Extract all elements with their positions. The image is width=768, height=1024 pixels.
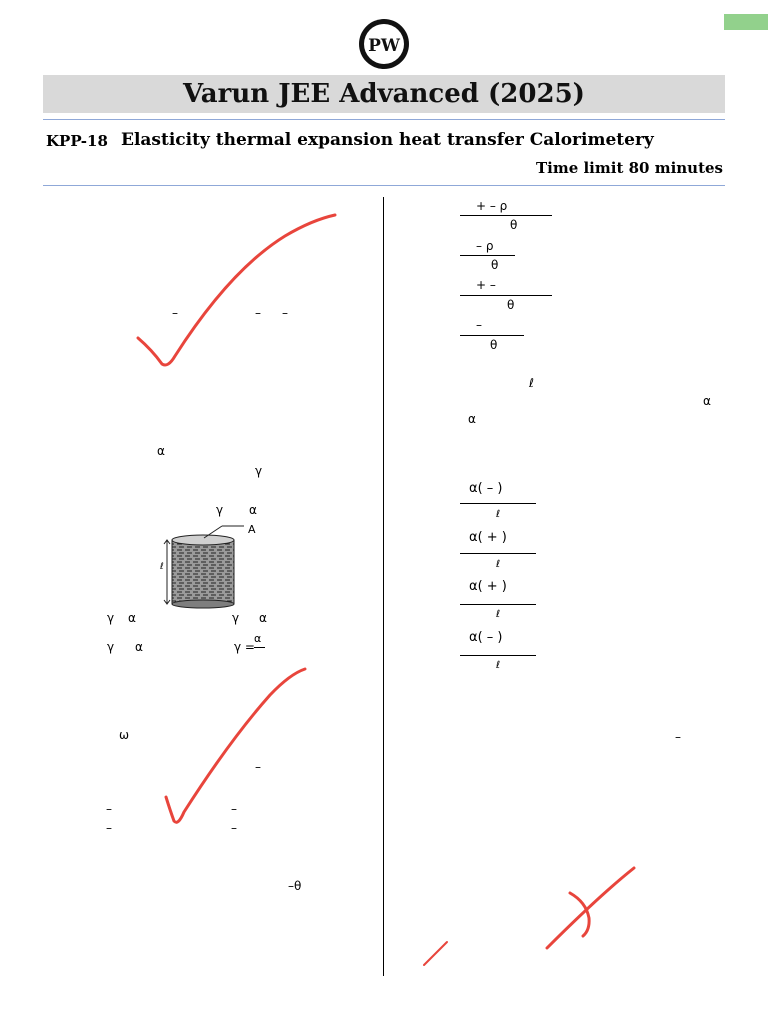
fraction-b-bar: [460, 255, 515, 256]
q3-omega: ω: [119, 728, 130, 742]
alpha-fraction-b-denominator: ℓ: [496, 559, 501, 570]
title-underline: [43, 119, 725, 120]
q3-dash-1: –: [255, 760, 261, 774]
option-b-gamma: γ: [232, 611, 240, 625]
option-c-alpha: α: [135, 640, 143, 654]
right-dash: –: [675, 730, 681, 744]
title-band: [43, 75, 725, 113]
fraction-b-numerator: – ρ: [476, 239, 494, 253]
figure-label-alpha: α: [249, 503, 257, 517]
option-d-numerator: α: [254, 632, 262, 645]
figure-label-gamma: γ: [216, 503, 224, 517]
alpha-fraction-b-bar: [460, 553, 536, 554]
option-a-gamma: γ: [107, 611, 115, 625]
fraction-c-denominator: θ: [507, 298, 515, 312]
q-alpha-2: α: [468, 412, 476, 426]
option-b-alpha: α: [259, 611, 267, 625]
q3-dash-5: –: [231, 821, 237, 835]
fraction-a-denominator: θ: [510, 218, 518, 232]
q2-gamma: γ: [255, 464, 263, 478]
option-d-prefix: γ =: [234, 640, 255, 654]
figure-label-ell: ℓ: [160, 562, 164, 572]
option-c-gamma: γ: [107, 640, 115, 654]
checkmark-2: [164, 667, 307, 824]
fraction-b-denominator: θ: [491, 258, 499, 272]
pw-logo-text: PW: [368, 36, 401, 56]
q-alpha-1: α: [703, 394, 711, 408]
option-d-fraction-bar: [254, 647, 265, 648]
q1-dash-3: –: [282, 306, 288, 320]
kpp-title: Elasticity thermal expansion heat transf…: [121, 130, 654, 150]
alpha-fraction-c-denominator: ℓ: [496, 609, 501, 620]
fraction-d-denominator: θ: [490, 338, 498, 352]
cylinder-figure: [160, 518, 270, 610]
q-ell: ℓ: [529, 376, 534, 390]
fraction-a-numerator: + – ρ: [476, 199, 508, 213]
cross-mark-stroke-2: [568, 891, 591, 938]
figure-label-a: A: [248, 523, 256, 536]
page-tab-marker: [724, 14, 768, 30]
fraction-c-numerator: + –: [476, 278, 496, 292]
cross-mark-stroke-1: [545, 866, 636, 950]
pw-logo: PW: [358, 18, 410, 70]
q2-alpha: α: [157, 444, 165, 458]
q1-dash-2: –: [255, 306, 261, 320]
time-limit: Time limit 80 minutes: [535, 159, 723, 177]
alpha-fraction-a-bar: [460, 503, 536, 504]
checkmark-1: [136, 213, 337, 367]
alpha-fraction-c-numerator: α( + ): [469, 579, 507, 594]
alpha-fraction-d-bar: [460, 655, 536, 656]
pen-stroke-small: [423, 941, 448, 966]
header-divider: [43, 185, 725, 186]
alpha-fraction-a-denominator: ℓ: [496, 509, 501, 520]
alpha-fraction-b-numerator: α( + ): [469, 530, 507, 545]
page-title: Varun JEE Advanced (2025): [183, 79, 585, 109]
fraction-d-numerator: –: [476, 318, 482, 332]
alpha-fraction-a-numerator: α( – ): [469, 481, 503, 496]
alpha-fraction-d-denominator: ℓ: [496, 660, 501, 671]
q3-dash-3: –: [106, 821, 112, 835]
alpha-fraction-d-numerator: α( – ): [469, 630, 503, 645]
fraction-c-bar: [460, 295, 552, 296]
fraction-a-bar: [460, 215, 552, 216]
q3-dash-2: –: [106, 802, 112, 816]
column-divider: [383, 197, 384, 976]
kpp-code: KPP-18: [46, 132, 108, 150]
fraction-d-bar: [460, 335, 524, 336]
option-a-alpha: α: [128, 611, 136, 625]
q1-dash-1: –: [172, 306, 178, 320]
alpha-fraction-c-bar: [460, 604, 536, 605]
q3-dash-4: –: [231, 802, 237, 816]
q3-theta: –θ: [288, 879, 302, 893]
